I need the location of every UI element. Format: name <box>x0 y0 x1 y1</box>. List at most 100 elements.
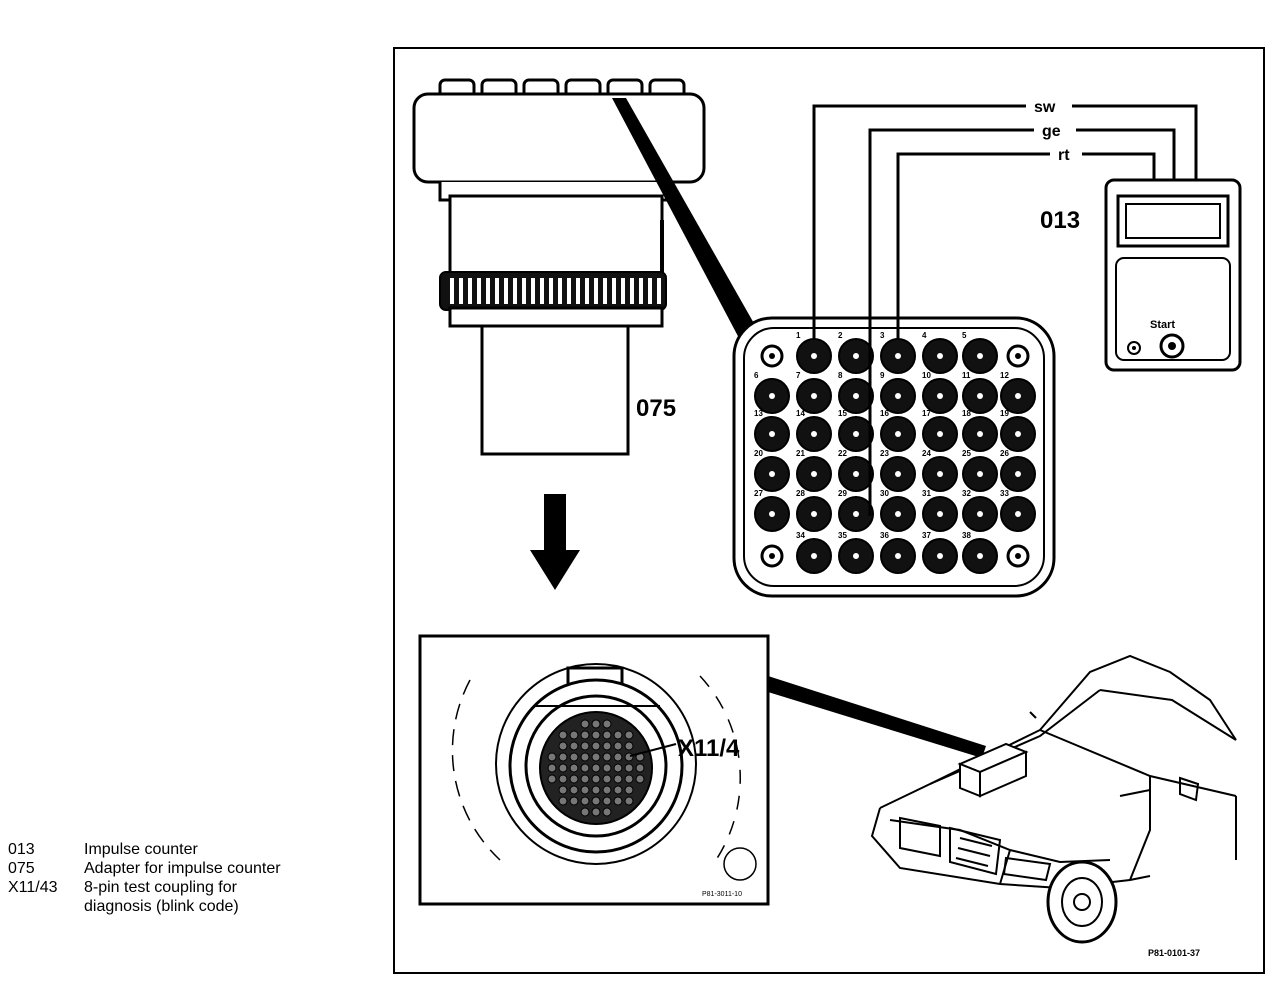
coupling-pin <box>547 774 557 784</box>
coupling-pin <box>569 785 579 795</box>
pin-number-label: 28 <box>796 489 805 498</box>
pin-number-label: 14 <box>796 409 805 418</box>
pin-number-label: 32 <box>962 489 971 498</box>
knurl-tick <box>504 278 508 304</box>
pin-number-label: 13 <box>754 409 763 418</box>
pin-number-label: 17 <box>922 409 931 418</box>
legend-code: 075 <box>8 860 35 877</box>
connector-pin: 7 <box>796 371 832 414</box>
coupling-pin <box>569 730 579 740</box>
connector-pin: 25 <box>962 449 998 492</box>
coupling-pin <box>602 730 612 740</box>
legend-code: 013 <box>8 841 35 858</box>
connector-pin: 5 <box>962 331 998 374</box>
connector-pin: 36 <box>880 531 916 574</box>
knurl-tick <box>612 278 616 304</box>
connector-pin: 12 <box>1000 371 1036 414</box>
coupling-pin <box>547 763 557 773</box>
coupling-pin <box>613 774 623 784</box>
pin-number-label: 27 <box>754 489 763 498</box>
wire-sw <box>1072 104 1198 180</box>
coupling-pin <box>580 719 590 729</box>
coupling-pin <box>602 807 612 817</box>
knurl-tick <box>531 278 535 304</box>
pin-number-label: 18 <box>962 409 971 418</box>
coupling-inset <box>418 634 770 906</box>
pin-number-label: 20 <box>754 449 763 458</box>
knurl-tick <box>576 278 580 304</box>
coupling-pin <box>558 796 568 806</box>
pin-number-label: 19 <box>1000 409 1009 418</box>
coupling-pin <box>613 785 623 795</box>
small-socket-icon <box>1127 341 1141 355</box>
legend-description: Adapter for impulse counter <box>84 860 281 877</box>
pin-number-label: 10 <box>922 371 931 380</box>
connector-pin: 38 <box>962 531 998 574</box>
knurl-tick <box>450 278 454 304</box>
coupling-pin <box>624 774 634 784</box>
knurl-tick <box>495 278 499 304</box>
coupling-pin <box>591 752 601 762</box>
coupling-pin <box>569 752 579 762</box>
connector-pin: 18 <box>962 409 998 452</box>
knurl-tick <box>639 278 643 304</box>
coupling-pin <box>591 763 601 773</box>
knurl-tick <box>540 278 544 304</box>
mount-screw-icon <box>1006 344 1030 368</box>
coupling-pin <box>613 741 623 751</box>
coupling-pin <box>580 752 590 762</box>
coupling-pin <box>624 785 634 795</box>
coupling-pin <box>624 730 634 740</box>
connector-pin: 15 <box>838 409 874 452</box>
knurl-tick <box>630 278 634 304</box>
mount-screw-icon <box>760 544 784 568</box>
connector-pin: 37 <box>922 531 958 574</box>
knurl-tick <box>468 278 472 304</box>
pin-number-label: 5 <box>962 331 967 340</box>
coupling-pin <box>613 796 623 806</box>
wheel <box>1046 860 1118 944</box>
coupling-pin <box>558 763 568 773</box>
knurl-tick <box>477 278 481 304</box>
connector-pin: 23 <box>880 449 916 492</box>
coupling-leader-wedge <box>768 676 986 758</box>
connector-pin: 31 <box>922 489 958 532</box>
connector-pin: 24 <box>922 449 958 492</box>
pin-number-label: 11 <box>962 371 971 380</box>
wire-ge <box>1076 128 1176 180</box>
wire-sw <box>812 104 1026 340</box>
pin-number-label: 23 <box>880 449 889 458</box>
connector-pin: 29 <box>838 489 874 532</box>
pin-number-label: 6 <box>754 371 759 380</box>
coupling-pin <box>635 774 645 784</box>
connector-pin: 35 <box>838 531 874 574</box>
pin-number-label: 25 <box>962 449 971 458</box>
start-button <box>1159 333 1185 359</box>
connector-pin: 4 <box>922 331 958 374</box>
coupling-pin <box>613 763 623 773</box>
coupling-pin <box>580 774 590 784</box>
pin-number-label: 15 <box>838 409 847 418</box>
adapter-code-label: 075 <box>636 395 676 422</box>
connector-pin: 6 <box>754 371 790 414</box>
connector-pin: 20 <box>754 449 790 492</box>
knurl-tick <box>648 278 652 304</box>
coupling-pin <box>602 763 612 773</box>
legend-item: X11/43 8-pin test coupling for diagnosis… <box>8 878 308 916</box>
connector-pin: 16 <box>880 409 916 452</box>
coupling-pin <box>558 785 568 795</box>
coupling-pin <box>591 719 601 729</box>
mount-screw-icon <box>760 344 784 368</box>
coupling-pin <box>547 752 557 762</box>
pin-number-label: 35 <box>838 531 847 540</box>
coupling-pin <box>558 752 568 762</box>
connector-pin: 9 <box>880 371 916 414</box>
wire-rt <box>1082 152 1156 180</box>
coupling-pin <box>624 741 634 751</box>
coupling-pin <box>613 752 623 762</box>
impulse-counter-013 <box>1104 178 1242 372</box>
legend-item: 013 Impulse counter <box>8 840 308 859</box>
coupling-pin <box>558 741 568 751</box>
